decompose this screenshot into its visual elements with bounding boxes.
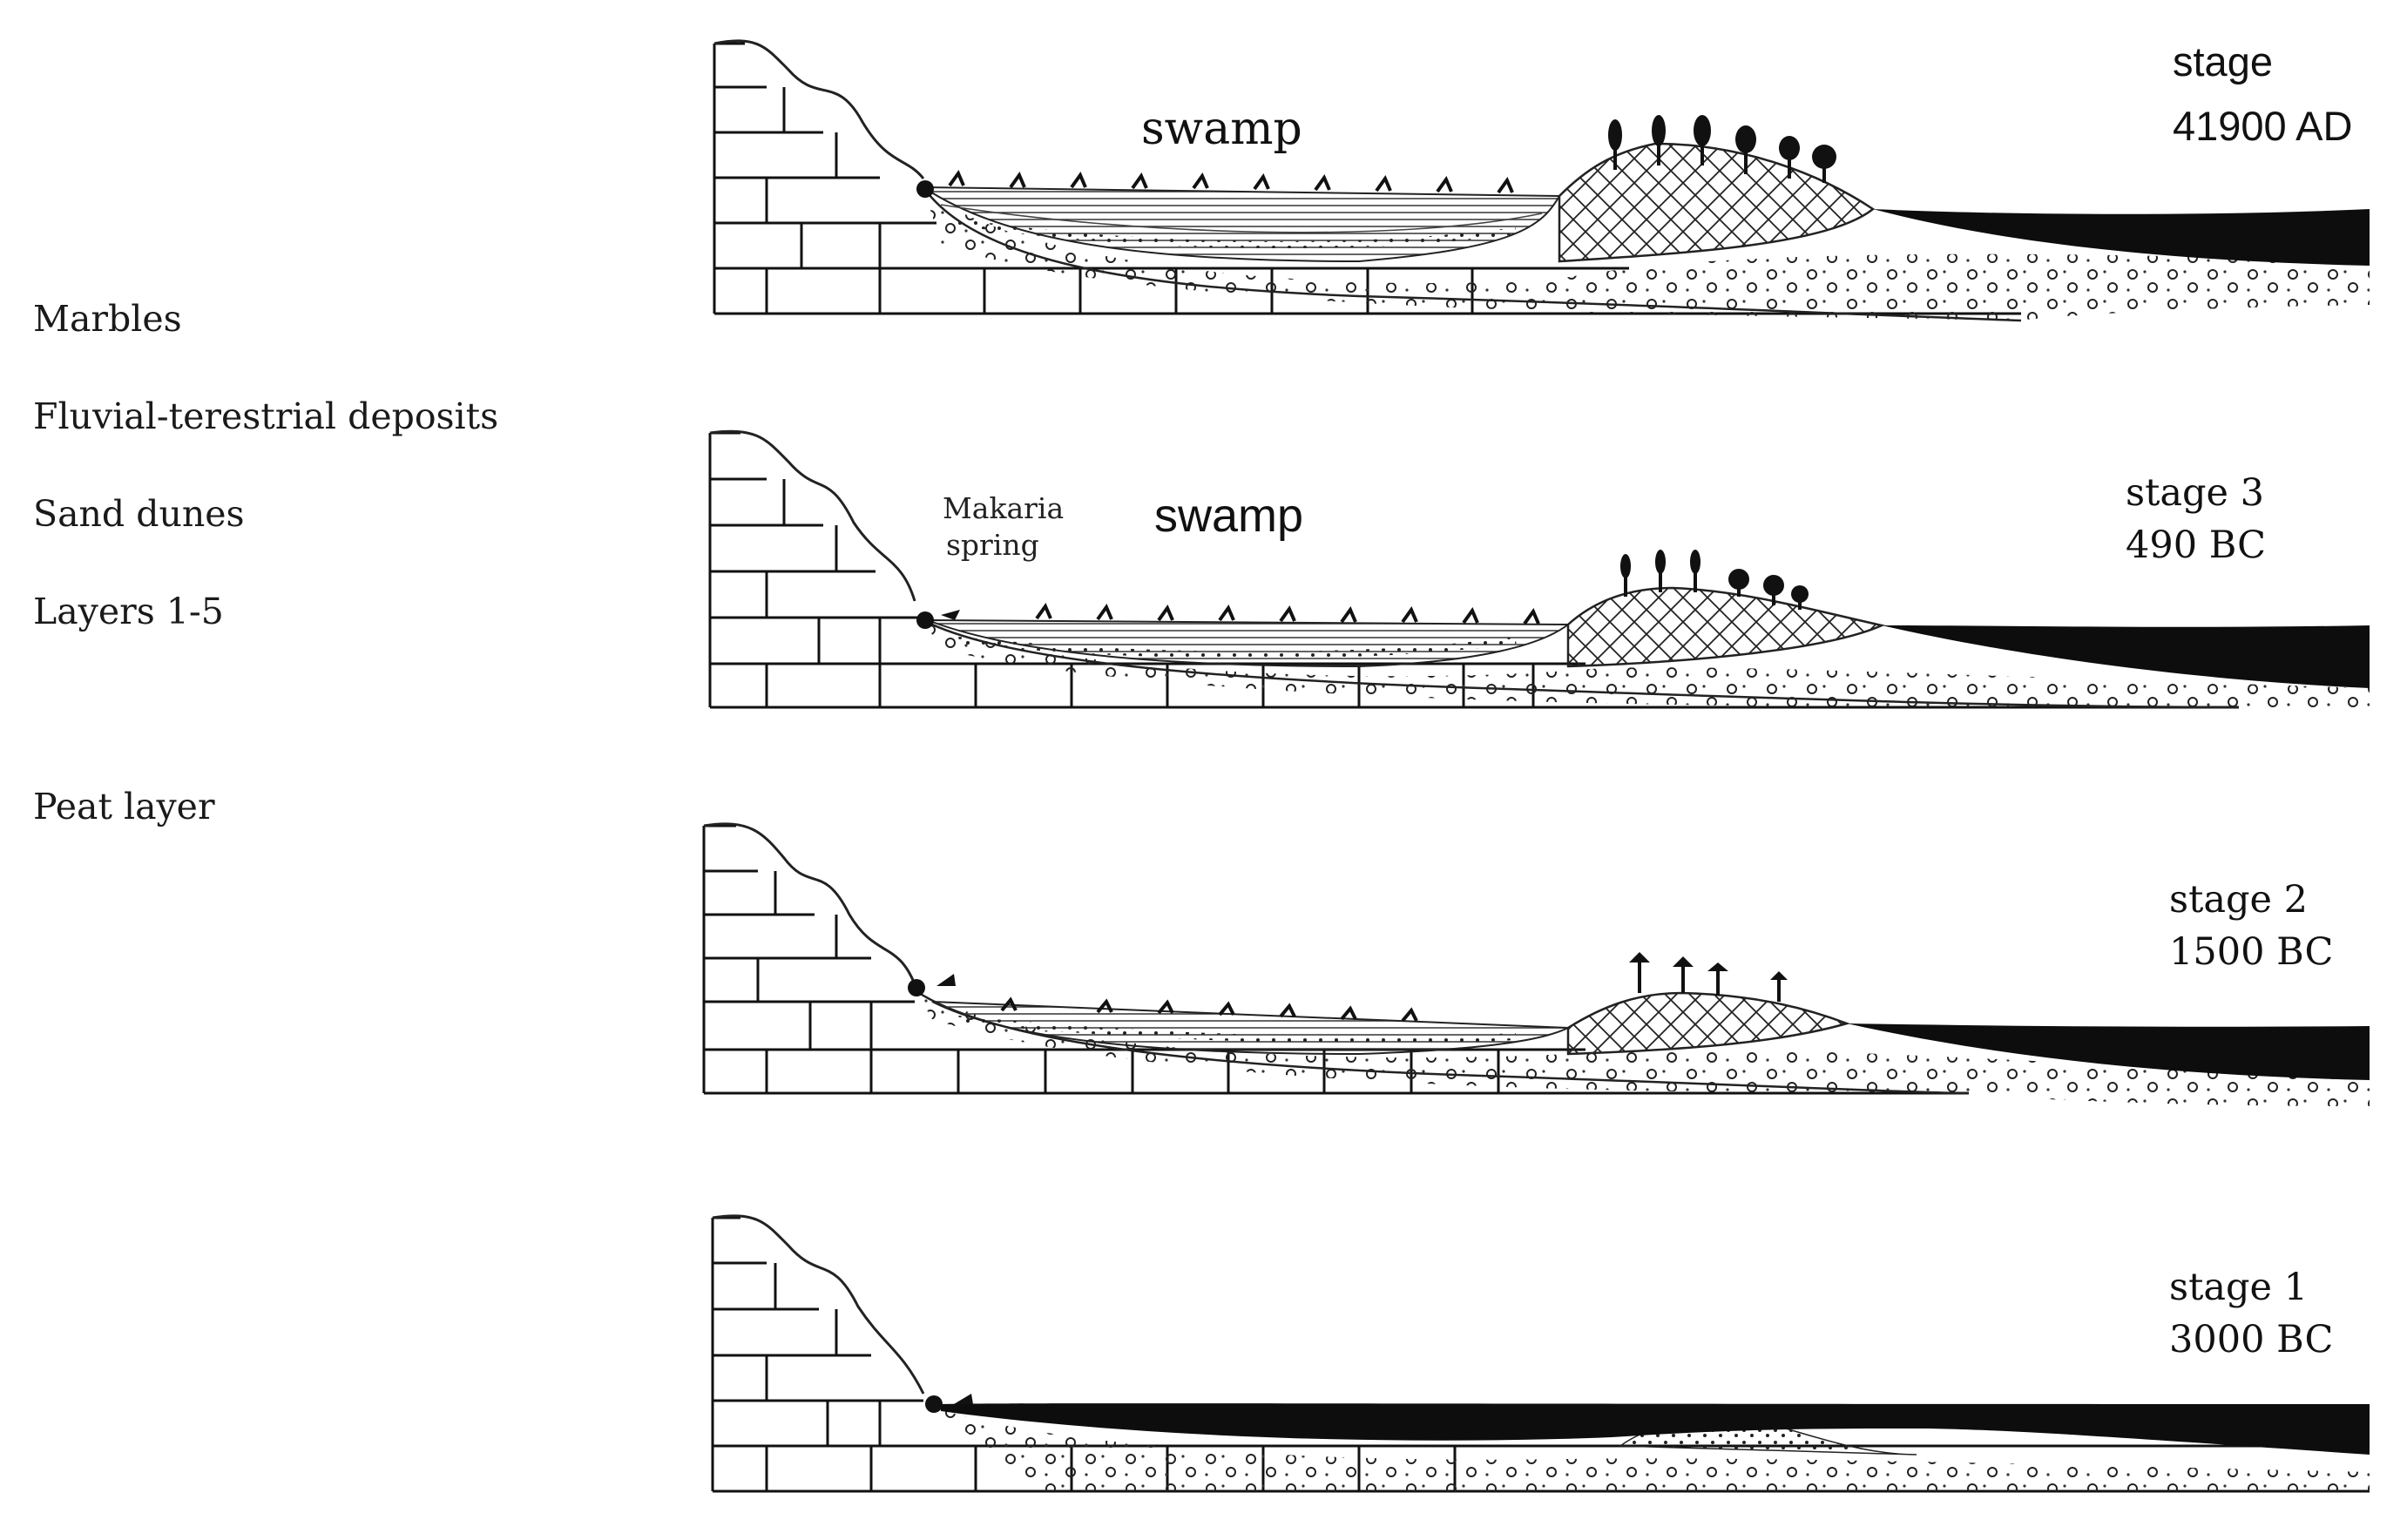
panel-stage-2: stage 2 1500 BC (702, 822, 2370, 1106)
stage-date: 3000 BC (2169, 1318, 2333, 1361)
legend-marbles: Marbles (33, 298, 182, 340)
panel-stage-4: swamp stage 41900 AD (713, 38, 2370, 322)
legend-fluvial-deposits: Fluvial-terestrial deposits (33, 395, 498, 437)
marble-cliff (708, 429, 2239, 709)
panel-stage-1: stage 1 3000 BC (711, 1214, 2370, 1493)
panel-stage-3: Makaria spring swamp stage 3 490 BC (708, 429, 2370, 710)
swamp-label: swamp (1141, 103, 1302, 155)
marble-cliff (711, 1214, 2370, 1493)
dune-trees (1608, 115, 1836, 183)
dune-trees (1629, 952, 1788, 1002)
spring-label-line2: spring (946, 528, 1039, 562)
stage-label: stage 2 (2169, 878, 2308, 922)
stage-date: 41900 AD (2173, 103, 2352, 149)
stage-label: stage 3 (2126, 471, 2264, 515)
legend: Marbles Fluvial-terestrial deposits Sand… (33, 298, 498, 827)
stage-date: 1500 BC (2169, 930, 2333, 974)
stage-date: 490 BC (2126, 523, 2266, 567)
legend-sand-dunes: Sand dunes (33, 493, 245, 535)
dune-trees (1620, 550, 1809, 610)
swamp-label: swamp (1154, 490, 1303, 542)
legend-peat-layer: Peat layer (33, 786, 215, 827)
legend-layers: Layers 1-5 (33, 591, 224, 632)
spring-label-line1: Makaria (943, 491, 1064, 525)
stage-label: stage (2173, 38, 2273, 84)
stage-label: stage 1 (2169, 1266, 2308, 1309)
marble-cliff (713, 39, 2021, 315)
